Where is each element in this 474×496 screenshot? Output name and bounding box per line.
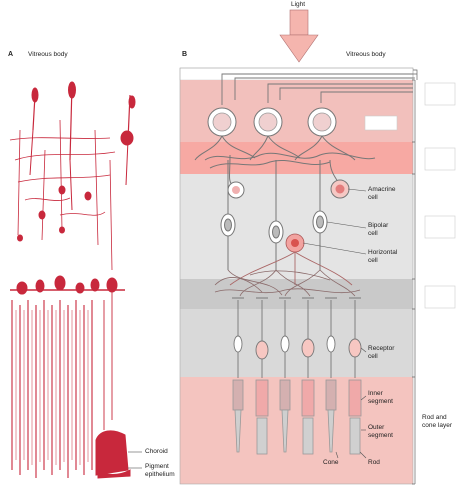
blank-label-boxes [364, 82, 456, 309]
retina-layer-bands [179, 67, 414, 485]
horizontal-cell [229, 233, 353, 286]
photoreceptor-segments [232, 379, 362, 455]
panel-a-letter: A [8, 51, 14, 58]
panel-a-title: Vitreous body [28, 51, 68, 58]
outer-plexiform-synapses [214, 269, 361, 297]
golgi-stain-drawing [9, 81, 136, 479]
receptor-cells [232, 297, 362, 378]
leader-lines [302, 188, 367, 459]
ganglion-cells [207, 107, 337, 137]
light-arrow [279, 9, 319, 63]
bipolar-cells [220, 160, 328, 270]
ganglion-axons [221, 73, 413, 105]
panel-b-title: Vitreous body [346, 51, 386, 58]
panel-a-leader-lines [128, 451, 142, 469]
light-label: Light [291, 1, 306, 8]
rod-label: Rod [368, 459, 380, 466]
cone-label: Cone [323, 459, 339, 466]
choroid-label: Choroid [145, 448, 168, 455]
layer-brackets [412, 69, 418, 485]
panel-b-letter: B [182, 51, 188, 58]
